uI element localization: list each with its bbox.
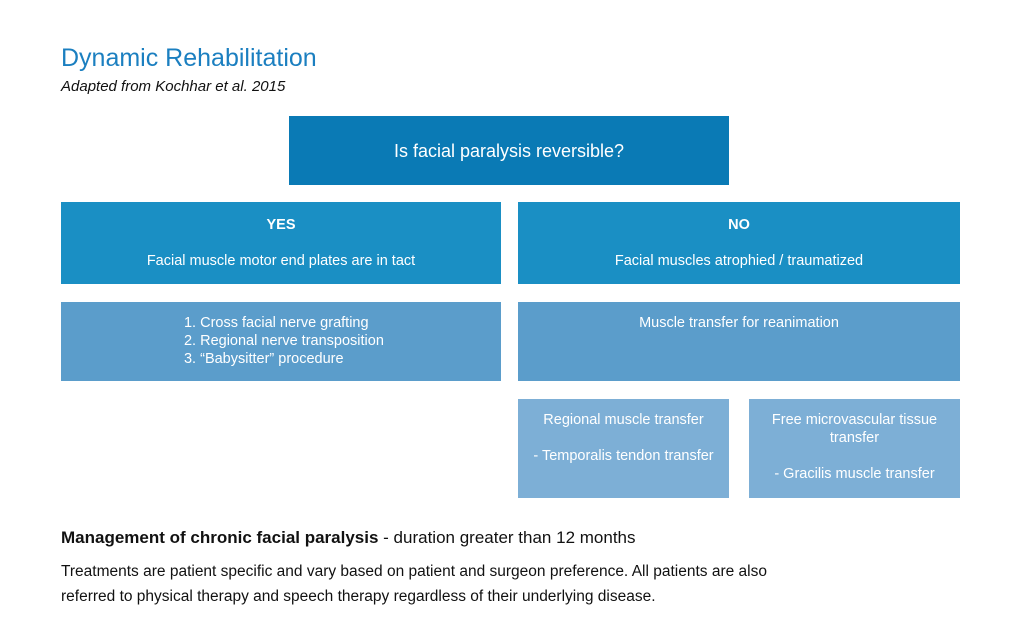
- no-option-box: Muscle transfer for reanimation: [518, 302, 960, 381]
- yes-box: YES Facial muscle motor end plates are i…: [61, 202, 501, 284]
- footer-paragraph: Treatments are patient specific and vary…: [61, 563, 767, 605]
- yes-label: YES: [266, 217, 296, 233]
- list-item: Regional nerve transposition: [200, 332, 384, 350]
- footer-heading-bold: Management of chronic facial paralysis: [61, 528, 379, 547]
- regional-transfer-box: Regional muscle transfer - Temporalis te…: [518, 399, 729, 498]
- question-text: Is facial paralysis reversible?: [393, 140, 625, 161]
- no-option-text: Muscle transfer for reanimation: [639, 315, 839, 331]
- subtitle: Adapted from Kochhar et al. 2015: [61, 78, 286, 95]
- list-item: Cross facial nerve grafting: [200, 314, 384, 332]
- sub-title: Regional muscle transfer: [543, 412, 704, 428]
- yes-options-box: Cross facial nerve grafting Regional ner…: [61, 302, 501, 381]
- question-box: Is facial paralysis reversible?: [289, 116, 729, 185]
- footer-heading: Management of chronic facial paralysis -…: [61, 528, 636, 548]
- list-item: “Babysitter” procedure: [200, 350, 384, 368]
- no-label: NO: [728, 217, 750, 233]
- free-transfer-box: Free microvascular tissue transfer - Gra…: [749, 399, 960, 498]
- page-title: Dynamic Rehabilitation: [61, 44, 317, 72]
- no-description: Facial muscles atrophied / traumatized: [614, 253, 864, 269]
- footer-heading-rest: - duration greater than 12 months: [378, 528, 636, 547]
- sub-detail: - Temporalis tendon transfer: [533, 448, 714, 464]
- no-box: NO Facial muscles atrophied / traumatize…: [518, 202, 960, 284]
- yes-description: Facial muscle motor end plates are in ta…: [146, 253, 416, 269]
- sub-title: Free microvascular tissue transfer: [771, 412, 938, 446]
- yes-options-list: Cross facial nerve grafting Regional ner…: [178, 314, 384, 368]
- sub-detail: - Gracilis muscle transfer: [774, 466, 935, 482]
